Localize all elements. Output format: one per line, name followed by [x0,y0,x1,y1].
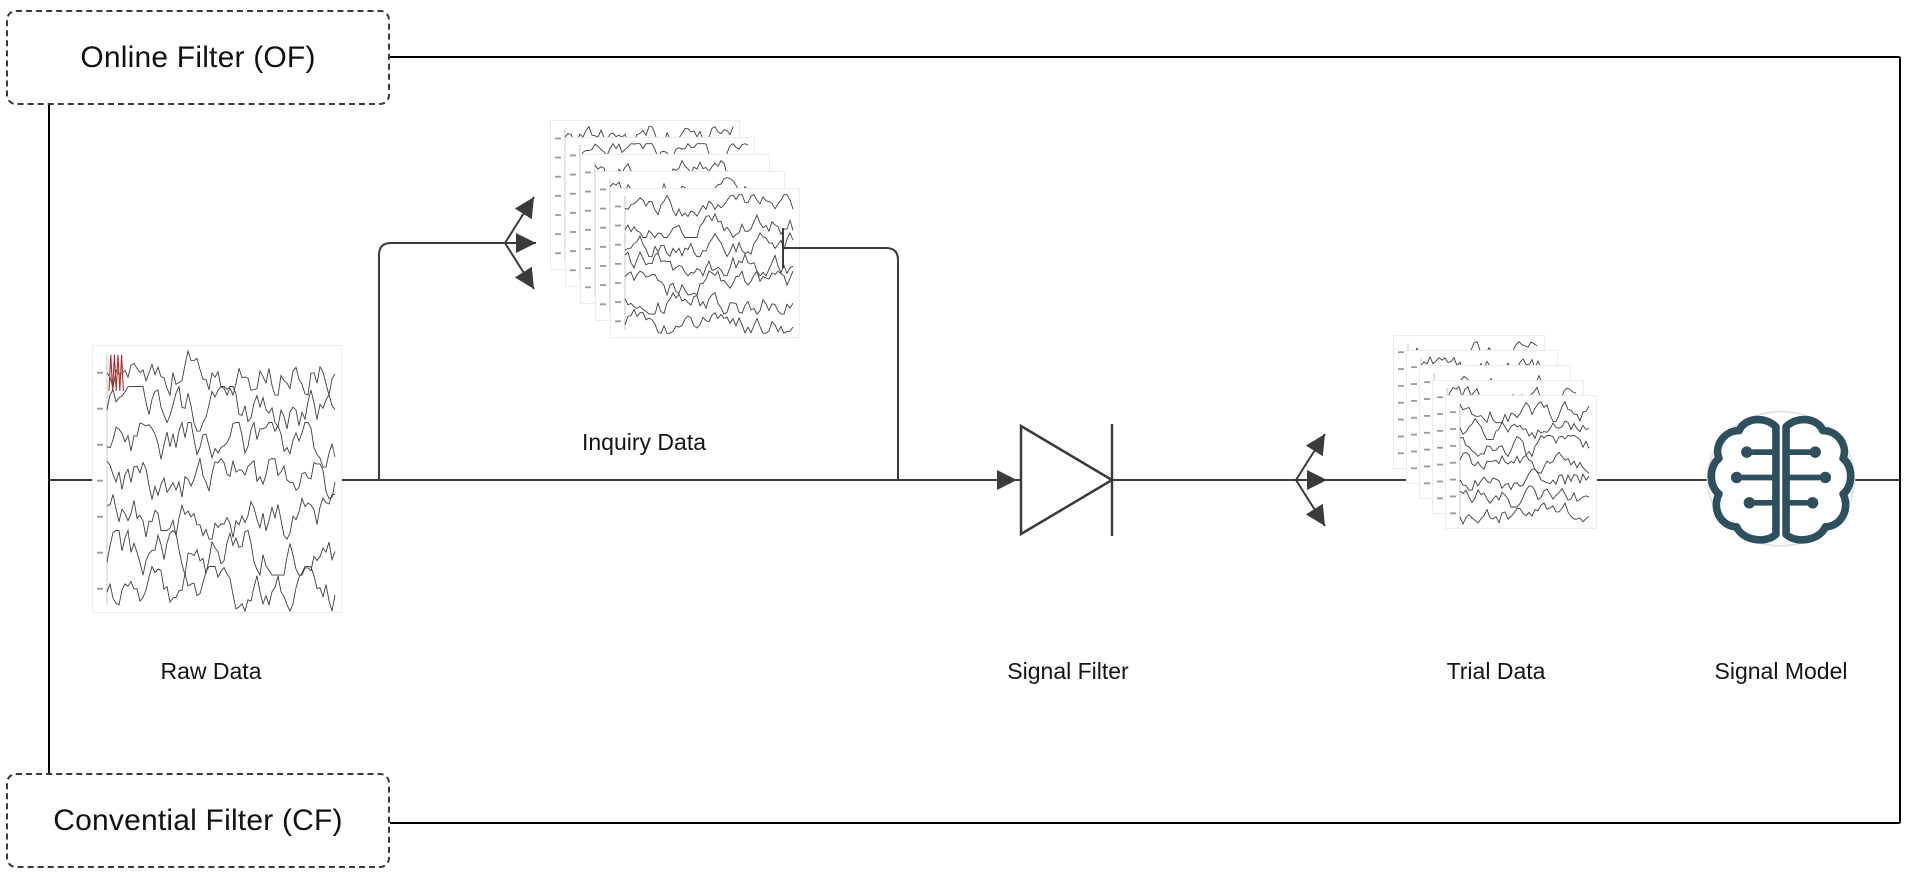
online-filter-box: Online Filter (OF) [6,10,390,105]
inquiry-data-stack [550,120,802,344]
signal-model-label: Signal Model [1714,658,1848,684]
raw-data-image [92,345,342,613]
trial-data-stack [1393,335,1601,533]
conventional-filter-box: Convential Filter (CF) [6,773,390,868]
inquiry-data-label: Inquiry Data [581,429,707,455]
brain-circuit-icon [1705,405,1857,555]
eeg-sheet [1445,395,1597,529]
signal-filter-label: Signal Filter [1007,658,1129,684]
raw-data-label: Raw Data [160,658,262,684]
online-filter-label: Online Filter (OF) [80,40,316,74]
branch-up-line [378,242,505,480]
brain-halo [1706,410,1856,547]
conventional-filter-label: Convential Filter (CF) [53,803,343,837]
trial-data-label: Trial Data [1446,658,1546,684]
frame-border [48,56,1901,824]
eeg-sheet [610,188,800,338]
